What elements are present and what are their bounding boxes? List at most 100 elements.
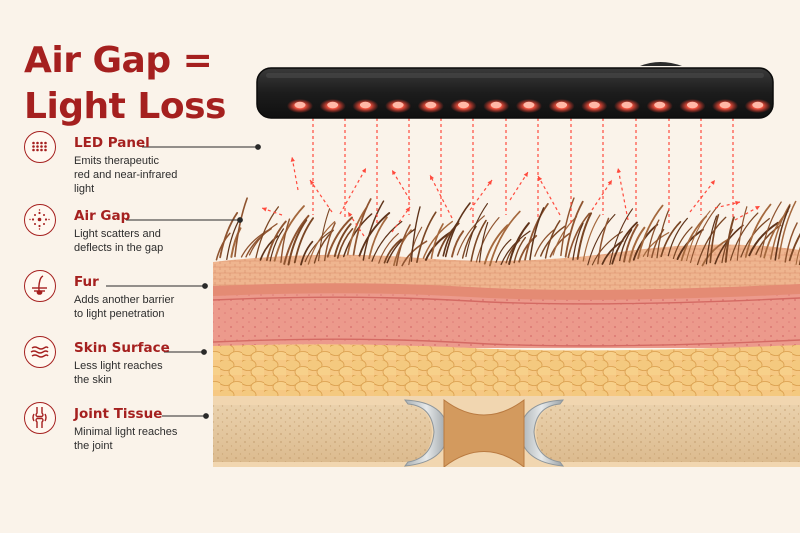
fur-strand <box>416 211 437 263</box>
fur-strand <box>430 223 444 260</box>
fur-strand <box>709 214 720 264</box>
scattered-ray <box>347 211 365 237</box>
fur-strand <box>408 226 423 266</box>
fur-strand <box>500 230 531 266</box>
skin-waves-icon <box>24 336 56 368</box>
fur-strand <box>778 200 797 260</box>
fur-strand <box>326 216 353 258</box>
scattered-ray <box>429 174 453 219</box>
scattered-ray <box>309 179 333 213</box>
legend-title: Fur <box>74 274 99 290</box>
led <box>654 101 666 109</box>
fur-strand <box>383 238 402 264</box>
description-line: Light scatters and <box>74 228 161 240</box>
fur-strand <box>642 232 670 257</box>
fur-strand <box>587 213 616 266</box>
fur-strand <box>572 222 584 261</box>
ray-arrowhead <box>348 212 353 217</box>
ray-arrowhead <box>487 180 492 185</box>
fur-strand <box>701 237 731 267</box>
fur-strand <box>336 228 354 259</box>
led <box>458 101 469 109</box>
ray-arrowhead <box>607 180 612 185</box>
led <box>719 101 731 109</box>
fur-strand <box>705 215 718 265</box>
scattered-ray <box>689 179 716 213</box>
fur-strand <box>564 200 584 258</box>
fur-strand <box>422 220 454 259</box>
fur-strand <box>567 212 591 259</box>
fur-strand <box>549 232 571 258</box>
legend-title: Joint Tissue <box>74 406 163 422</box>
fur-strand <box>215 232 231 261</box>
fur-strand <box>293 217 314 264</box>
legend-item-skin-surface: Skin Surface Less light reaches the skin <box>24 336 264 400</box>
fur-strand <box>628 226 646 263</box>
led <box>752 101 764 109</box>
fur-strand <box>248 223 278 256</box>
fur-strand <box>323 222 336 262</box>
fur-strand <box>362 200 385 261</box>
fur-strand <box>219 212 239 259</box>
fur-strand <box>784 222 798 263</box>
legend-title: Skin Surface <box>74 340 170 356</box>
led <box>327 101 339 109</box>
fur-strand <box>483 224 509 265</box>
description-line: Emits therapeutic <box>74 155 159 167</box>
scattered-ray <box>537 175 561 216</box>
led <box>359 101 371 109</box>
fur-strand <box>265 220 287 262</box>
fur-strand <box>307 221 336 265</box>
fur-strand <box>475 217 500 263</box>
description-line: the skin <box>74 374 112 386</box>
fur-strand <box>255 206 280 259</box>
fur-strand <box>304 230 333 263</box>
fur-strand <box>318 208 331 262</box>
title-line-1: Air Gap = <box>24 40 213 81</box>
legend-description: Less light reaches the skin <box>74 359 163 387</box>
led <box>523 101 535 109</box>
scattered-ray <box>391 169 411 201</box>
page-title: Air Gap = Light Loss <box>24 38 226 130</box>
fur-strand <box>623 223 639 263</box>
ray-arrowhead <box>710 180 715 185</box>
scatter-icon <box>24 204 56 236</box>
fur-strand <box>774 205 791 261</box>
fur-strand <box>646 219 660 258</box>
fur-strand <box>582 214 601 262</box>
fur-strand <box>465 202 489 258</box>
fur-strand <box>667 217 688 257</box>
ray-arrowhead <box>361 168 366 173</box>
light-rays <box>261 118 761 237</box>
fur-strand <box>672 226 693 260</box>
fur-strand <box>280 218 291 263</box>
fur-strand <box>721 228 734 264</box>
leader-lines <box>106 144 261 419</box>
legend-item-led-panel: LED Panel Emits therapeutic red and near… <box>24 131 264 195</box>
ray-arrowhead <box>392 170 397 175</box>
description-line: Minimal light reaches <box>74 426 178 438</box>
description-line: deflects in the gap <box>74 242 164 254</box>
fur-strand <box>283 214 310 265</box>
fur-strand <box>696 216 727 266</box>
hair-follicle-icon <box>24 270 56 302</box>
fur-strand <box>424 231 451 261</box>
legend-description: Adds another barrier to light penetratio… <box>74 293 174 321</box>
led <box>686 101 698 109</box>
fur-strand <box>451 230 465 258</box>
fur-strand <box>410 206 421 262</box>
led <box>588 101 600 109</box>
fur-strand <box>508 222 530 265</box>
fur-strand <box>760 201 782 258</box>
fur-strand <box>342 213 373 258</box>
fur-strand <box>619 229 633 262</box>
fur-strand <box>505 239 521 264</box>
led <box>425 101 437 109</box>
fur-strand <box>795 246 800 265</box>
led <box>621 101 633 109</box>
fur-strand <box>479 221 489 263</box>
fur-strand <box>287 219 308 266</box>
legend-title: Air Gap <box>74 208 131 224</box>
fur-strand <box>770 203 791 260</box>
